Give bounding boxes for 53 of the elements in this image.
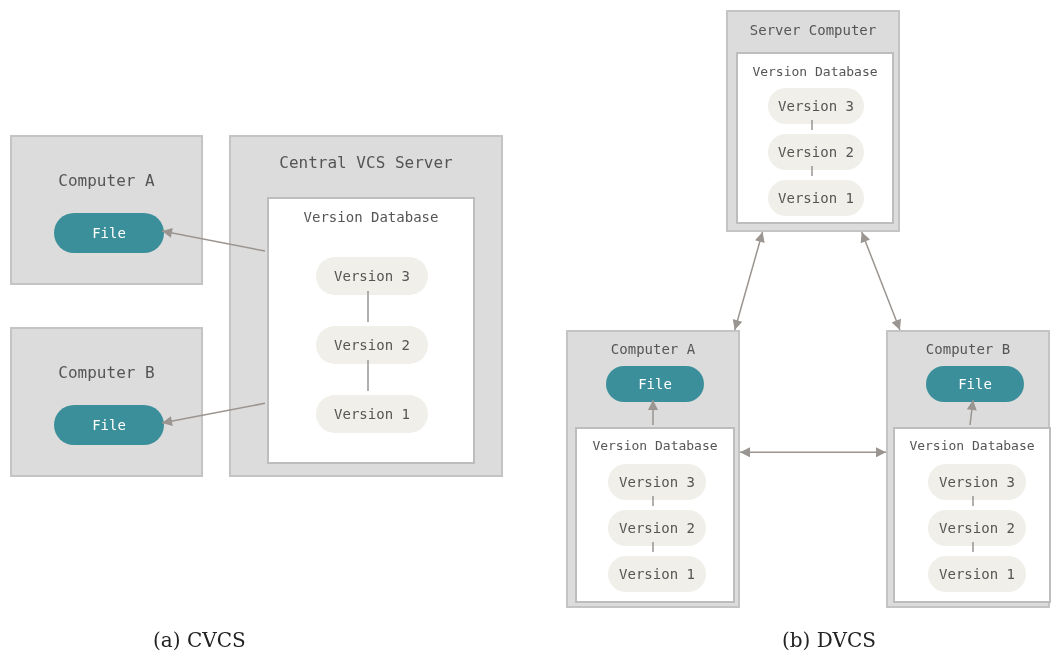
subfigure-caption: (a) CVCS bbox=[153, 628, 246, 652]
computer-box bbox=[10, 327, 203, 477]
database-box bbox=[575, 427, 735, 603]
database-box bbox=[267, 197, 475, 464]
file-pill: File bbox=[54, 405, 164, 445]
version-pill: Version 2 bbox=[608, 510, 706, 546]
arrow bbox=[161, 228, 266, 252]
version-pill: Version 1 bbox=[608, 556, 706, 592]
arrow bbox=[648, 399, 658, 426]
database-box bbox=[736, 52, 894, 224]
connector-line bbox=[811, 119, 813, 131]
arrow bbox=[161, 402, 266, 427]
box-heading: Computer A bbox=[57, 171, 156, 190]
computer-box bbox=[726, 10, 900, 232]
database-box bbox=[893, 427, 1051, 603]
arrow bbox=[732, 231, 765, 331]
connector-line bbox=[367, 359, 369, 392]
version-pill: Version 2 bbox=[768, 134, 864, 170]
file-pill: File bbox=[54, 213, 164, 253]
arrow bbox=[966, 399, 977, 426]
version-pill: Version 3 bbox=[608, 464, 706, 500]
subfigure-caption: (b) DVCS bbox=[782, 628, 876, 652]
connector-line bbox=[811, 165, 813, 177]
arrow bbox=[739, 447, 887, 458]
version-pill: Version 2 bbox=[928, 510, 1026, 546]
computer-box bbox=[10, 135, 203, 285]
version-pill: Version 3 bbox=[316, 257, 428, 295]
file-pill: File bbox=[926, 366, 1024, 402]
computer-box bbox=[886, 330, 1050, 608]
connector-line bbox=[652, 541, 654, 553]
version-pill: Version 3 bbox=[768, 88, 864, 124]
version-pill: Version 1 bbox=[316, 395, 428, 433]
connector-line bbox=[972, 541, 974, 553]
box-heading: Version Database bbox=[751, 64, 879, 79]
version-pill: Version 3 bbox=[928, 464, 1026, 500]
file-pill: File bbox=[606, 366, 704, 402]
arrow bbox=[860, 231, 901, 331]
computer-box bbox=[566, 330, 740, 608]
version-pill: Version 1 bbox=[928, 556, 1026, 592]
box-heading: Computer B bbox=[57, 363, 156, 382]
box-heading: Version Database bbox=[908, 438, 1036, 453]
box-heading: Version Database bbox=[302, 209, 440, 225]
connector-line bbox=[367, 290, 369, 323]
connector-line bbox=[652, 495, 654, 507]
version-pill: Version 2 bbox=[316, 326, 428, 364]
box-heading: Server Computer bbox=[748, 22, 878, 38]
box-heading: Version Database bbox=[591, 438, 719, 453]
box-heading: Central VCS Server bbox=[278, 153, 454, 172]
box-heading: Computer A bbox=[609, 341, 697, 357]
connector-line bbox=[972, 495, 974, 507]
version-pill: Version 1 bbox=[768, 180, 864, 216]
box-heading: Computer B bbox=[924, 341, 1012, 357]
computer-box bbox=[229, 135, 503, 477]
